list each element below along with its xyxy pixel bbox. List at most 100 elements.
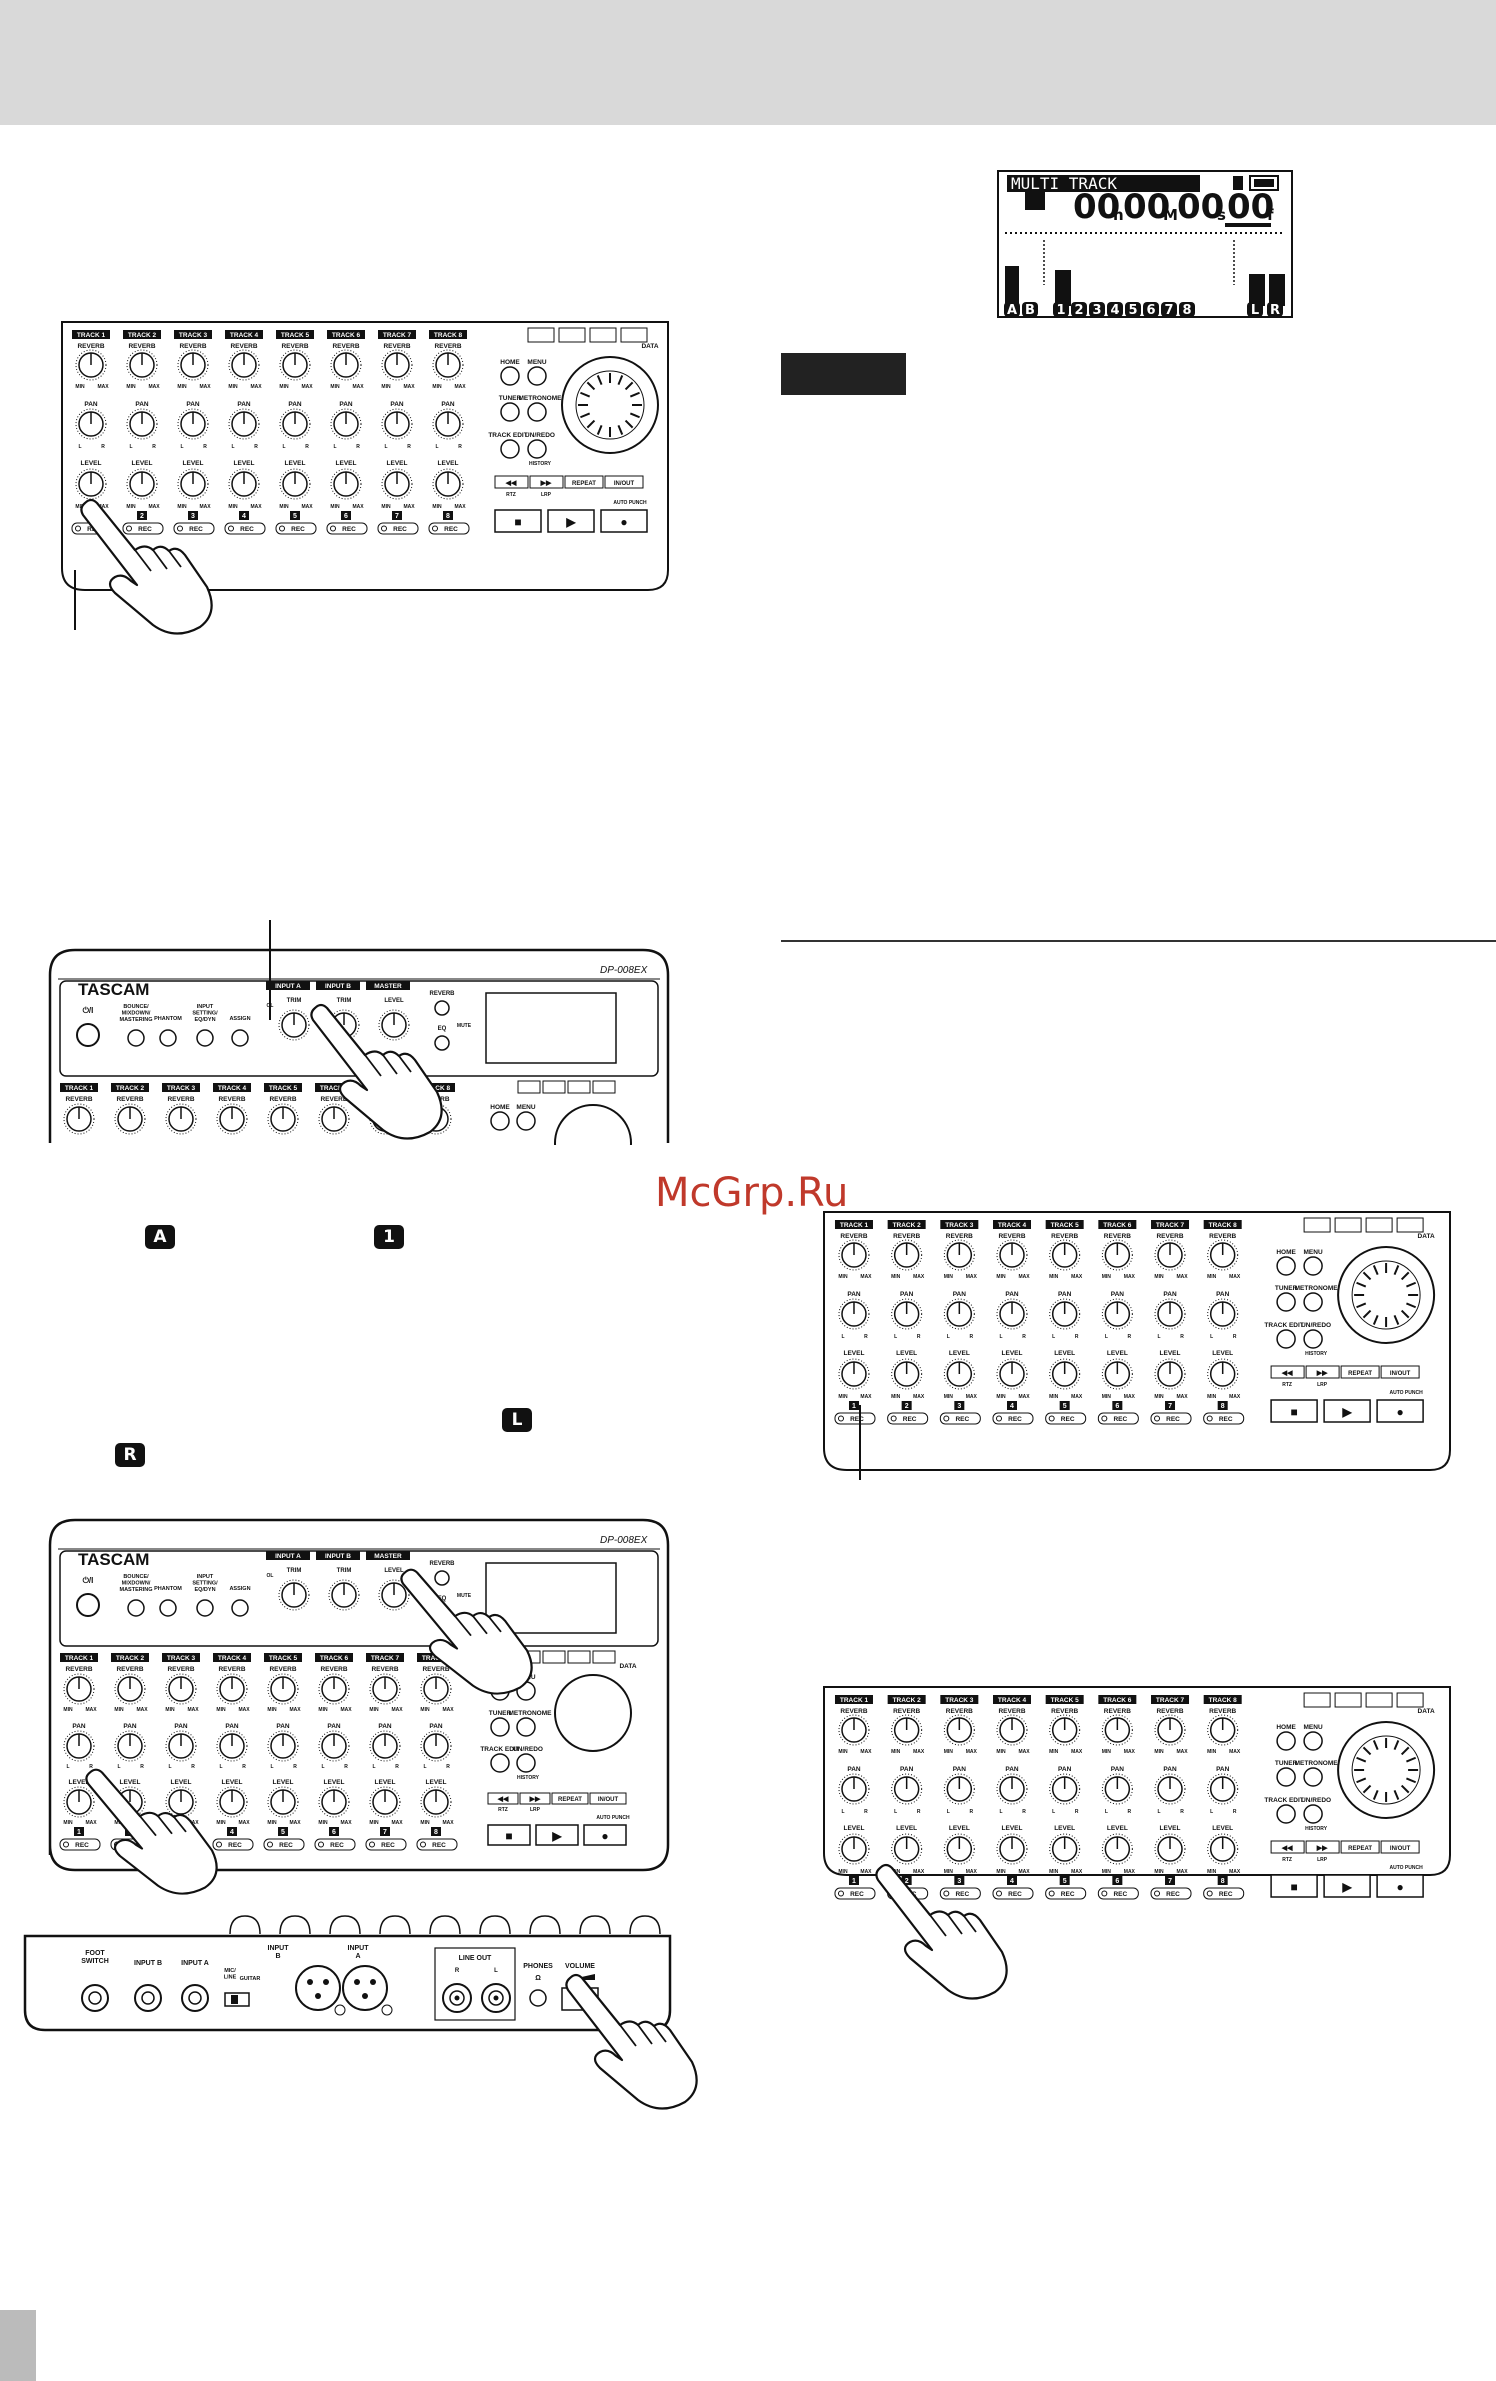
knob-icon <box>369 1673 401 1705</box>
panel-label: PAN <box>390 401 404 408</box>
track-label: TRACK 4 <box>998 1222 1027 1229</box>
panel-label: MIN <box>1102 1394 1112 1400</box>
panel-label: R <box>864 1334 868 1340</box>
track-label: TRACK 5 <box>1051 1222 1080 1229</box>
panel-label: LEVEL <box>844 1350 865 1357</box>
panel-label: TRIM <box>337 1568 352 1574</box>
panel-label: HOME <box>500 359 520 366</box>
panel-label: MAX <box>1176 1749 1188 1755</box>
panel-label: MAX <box>966 1394 978 1400</box>
track-number: 6 <box>1115 1403 1119 1410</box>
panel-label: REVERB <box>1051 1233 1078 1240</box>
panel-label: ▶ <box>565 515 576 529</box>
track-header <box>834 1220 873 1229</box>
panel-label: MIN <box>318 1707 328 1713</box>
rec-button <box>224 522 266 535</box>
track-number: 6 <box>332 1829 336 1836</box>
panel-label: GUITAR <box>240 1976 261 1982</box>
track-label: TRACK 2 <box>893 1222 922 1229</box>
rew-button <box>487 1792 519 1805</box>
panel-label: REVERB <box>128 343 155 350</box>
track-number: 5 <box>281 1829 285 1836</box>
panel-label: PAN <box>186 401 200 408</box>
panel-label: LEVEL <box>1160 1350 1181 1357</box>
panel-label: REC <box>955 1891 969 1898</box>
panel-label: REVERB <box>840 1233 867 1240</box>
panel-label: MAX <box>340 1707 352 1713</box>
lcd-screen <box>485 1562 617 1634</box>
track-label: TRACK 3 <box>167 1085 196 1092</box>
panel-label: MUTE <box>457 1023 472 1029</box>
panel-label: TUNER <box>1275 1285 1298 1292</box>
panel-label: REVERB <box>998 1708 1025 1715</box>
panel-label: REC <box>342 526 356 533</box>
un-redo-button <box>527 439 547 459</box>
track-label: TRACK 7 <box>1156 1697 1185 1704</box>
lcd-channel-label: 4 <box>1107 302 1123 318</box>
panel-label: MIN <box>1207 1869 1217 1875</box>
knob-icon <box>420 1786 452 1818</box>
track-label: TRACK 7 <box>383 332 412 339</box>
panel-label: PAN <box>953 1766 967 1773</box>
track-header <box>276 330 314 339</box>
play-button <box>1323 1874 1371 1898</box>
lcd-channel-label: L <box>1247 302 1263 318</box>
metronome-button <box>1303 1292 1323 1312</box>
panel-label: AUTO PUNCH <box>1389 1865 1423 1871</box>
knob-icon <box>75 349 107 381</box>
brand-logo: TASCAM <box>78 1550 149 1569</box>
track-header <box>993 1220 1031 1229</box>
panel-label: MAX <box>1071 1869 1083 1875</box>
track-number: 4 <box>1010 1403 1014 1410</box>
knob-icon <box>838 1239 870 1271</box>
panel-label: TRACK EDIT <box>1264 1322 1303 1329</box>
panel-label: MAX <box>238 1707 250 1713</box>
knob-icon <box>1049 1298 1081 1330</box>
panel-label: RTZ <box>506 492 516 498</box>
reverb-button <box>434 1000 450 1016</box>
panel-label: PHANTOM <box>154 1586 182 1592</box>
panel-label: PHANTOM <box>154 1016 182 1022</box>
panel-label: R <box>344 1764 348 1770</box>
panel-label: PAN <box>1005 1291 1019 1298</box>
phantom-button <box>159 1029 177 1047</box>
panel-label: R <box>970 1809 974 1815</box>
knob-icon <box>891 1833 923 1865</box>
knob-icon <box>1049 1773 1081 1805</box>
panel-label: EQ <box>438 1596 447 1602</box>
power-button <box>76 1023 100 1047</box>
knob-top-icon <box>579 1915 611 1935</box>
panel-label: R <box>293 1764 297 1770</box>
track-header <box>162 1083 200 1092</box>
panel-label: RTZ <box>1282 1857 1292 1863</box>
panel-label: AUTO PUNCH <box>596 1815 630 1821</box>
menu-button <box>1303 1731 1323 1751</box>
panel-label: REC <box>444 526 458 533</box>
panel-label: MAX <box>250 504 262 510</box>
svg-text:00: 00 <box>1123 187 1170 227</box>
panel-label: REVERB <box>429 991 455 997</box>
in-out-button <box>604 475 644 489</box>
record-button <box>583 1824 627 1846</box>
panel-label: REVERB <box>893 1233 920 1240</box>
track-edit-button <box>1276 1804 1296 1824</box>
panel-label: MAX <box>913 1274 925 1280</box>
panel-label: MAX <box>913 1394 925 1400</box>
panel-label: L <box>947 1334 950 1340</box>
play-button <box>547 509 595 533</box>
panel-label: L <box>270 1764 273 1770</box>
knob-icon <box>165 1730 197 1762</box>
badge-1-icon: 1 <box>374 1225 404 1249</box>
knob-icon <box>1207 1833 1239 1865</box>
panel-label: L <box>894 1334 897 1340</box>
panel-label: R <box>89 1764 93 1770</box>
svg-text:B: B <box>1025 303 1035 318</box>
panel-label: PAN <box>1216 1766 1230 1773</box>
stop-button <box>494 509 542 533</box>
panel-label: MIN <box>1049 1869 1059 1875</box>
panel-label: LEVEL <box>234 460 255 467</box>
rew-button <box>1270 1365 1305 1379</box>
knob-icon <box>1101 1358 1133 1390</box>
rec-button <box>365 1838 407 1851</box>
panel-label: VOLUME <box>565 1963 595 1970</box>
